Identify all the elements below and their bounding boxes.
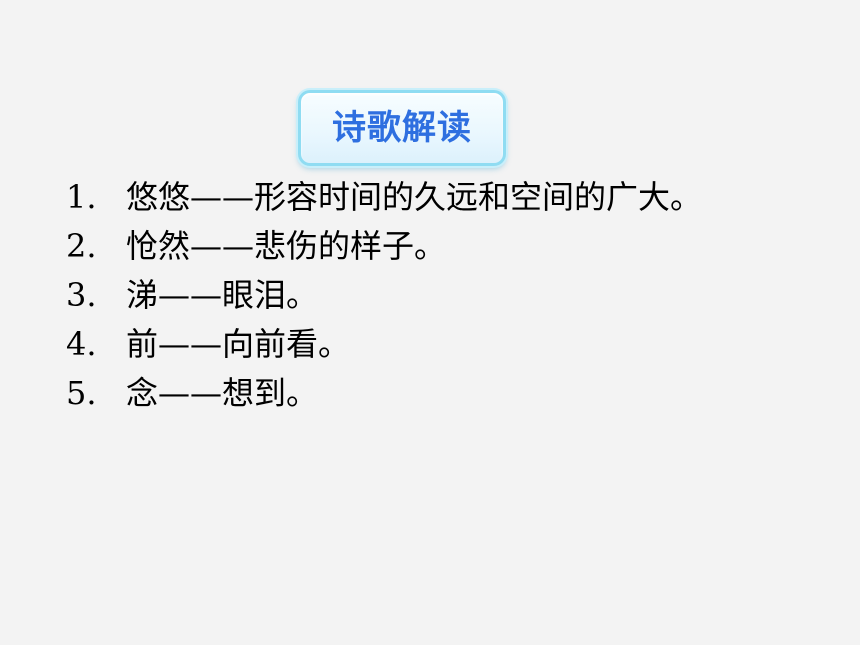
page-title: 诗歌解读 [332,108,472,148]
item-text: 涕——眼泪。 [126,276,319,314]
list-item: 4. 前——向前看。 [66,324,702,373]
list-item: 1. 悠悠——形容时间的久远和空间的广大。 [66,177,702,226]
item-text: 怆然——悲伤的样子。 [126,227,447,265]
item-number: 3. [66,276,97,314]
item-text: 悠悠——形容时间的久远和空间的广大。 [126,178,703,216]
item-number: 2. [66,227,97,265]
item-text: 念——想到。 [126,374,319,412]
list-item: 3. 涕——眼泪。 [66,275,702,324]
item-number: 5. [66,374,97,412]
item-text: 前——向前看。 [126,325,351,363]
item-number: 1. [66,178,97,216]
definition-list: 1. 悠悠——形容时间的久远和空间的广大。 2. 怆然——悲伤的样子。 3. 涕… [66,177,702,422]
list-item: 5. 念——想到。 [66,373,702,422]
item-number: 4. [66,325,97,363]
title-badge: 诗歌解读 [298,90,506,166]
list-item: 2. 怆然——悲伤的样子。 [66,226,702,275]
